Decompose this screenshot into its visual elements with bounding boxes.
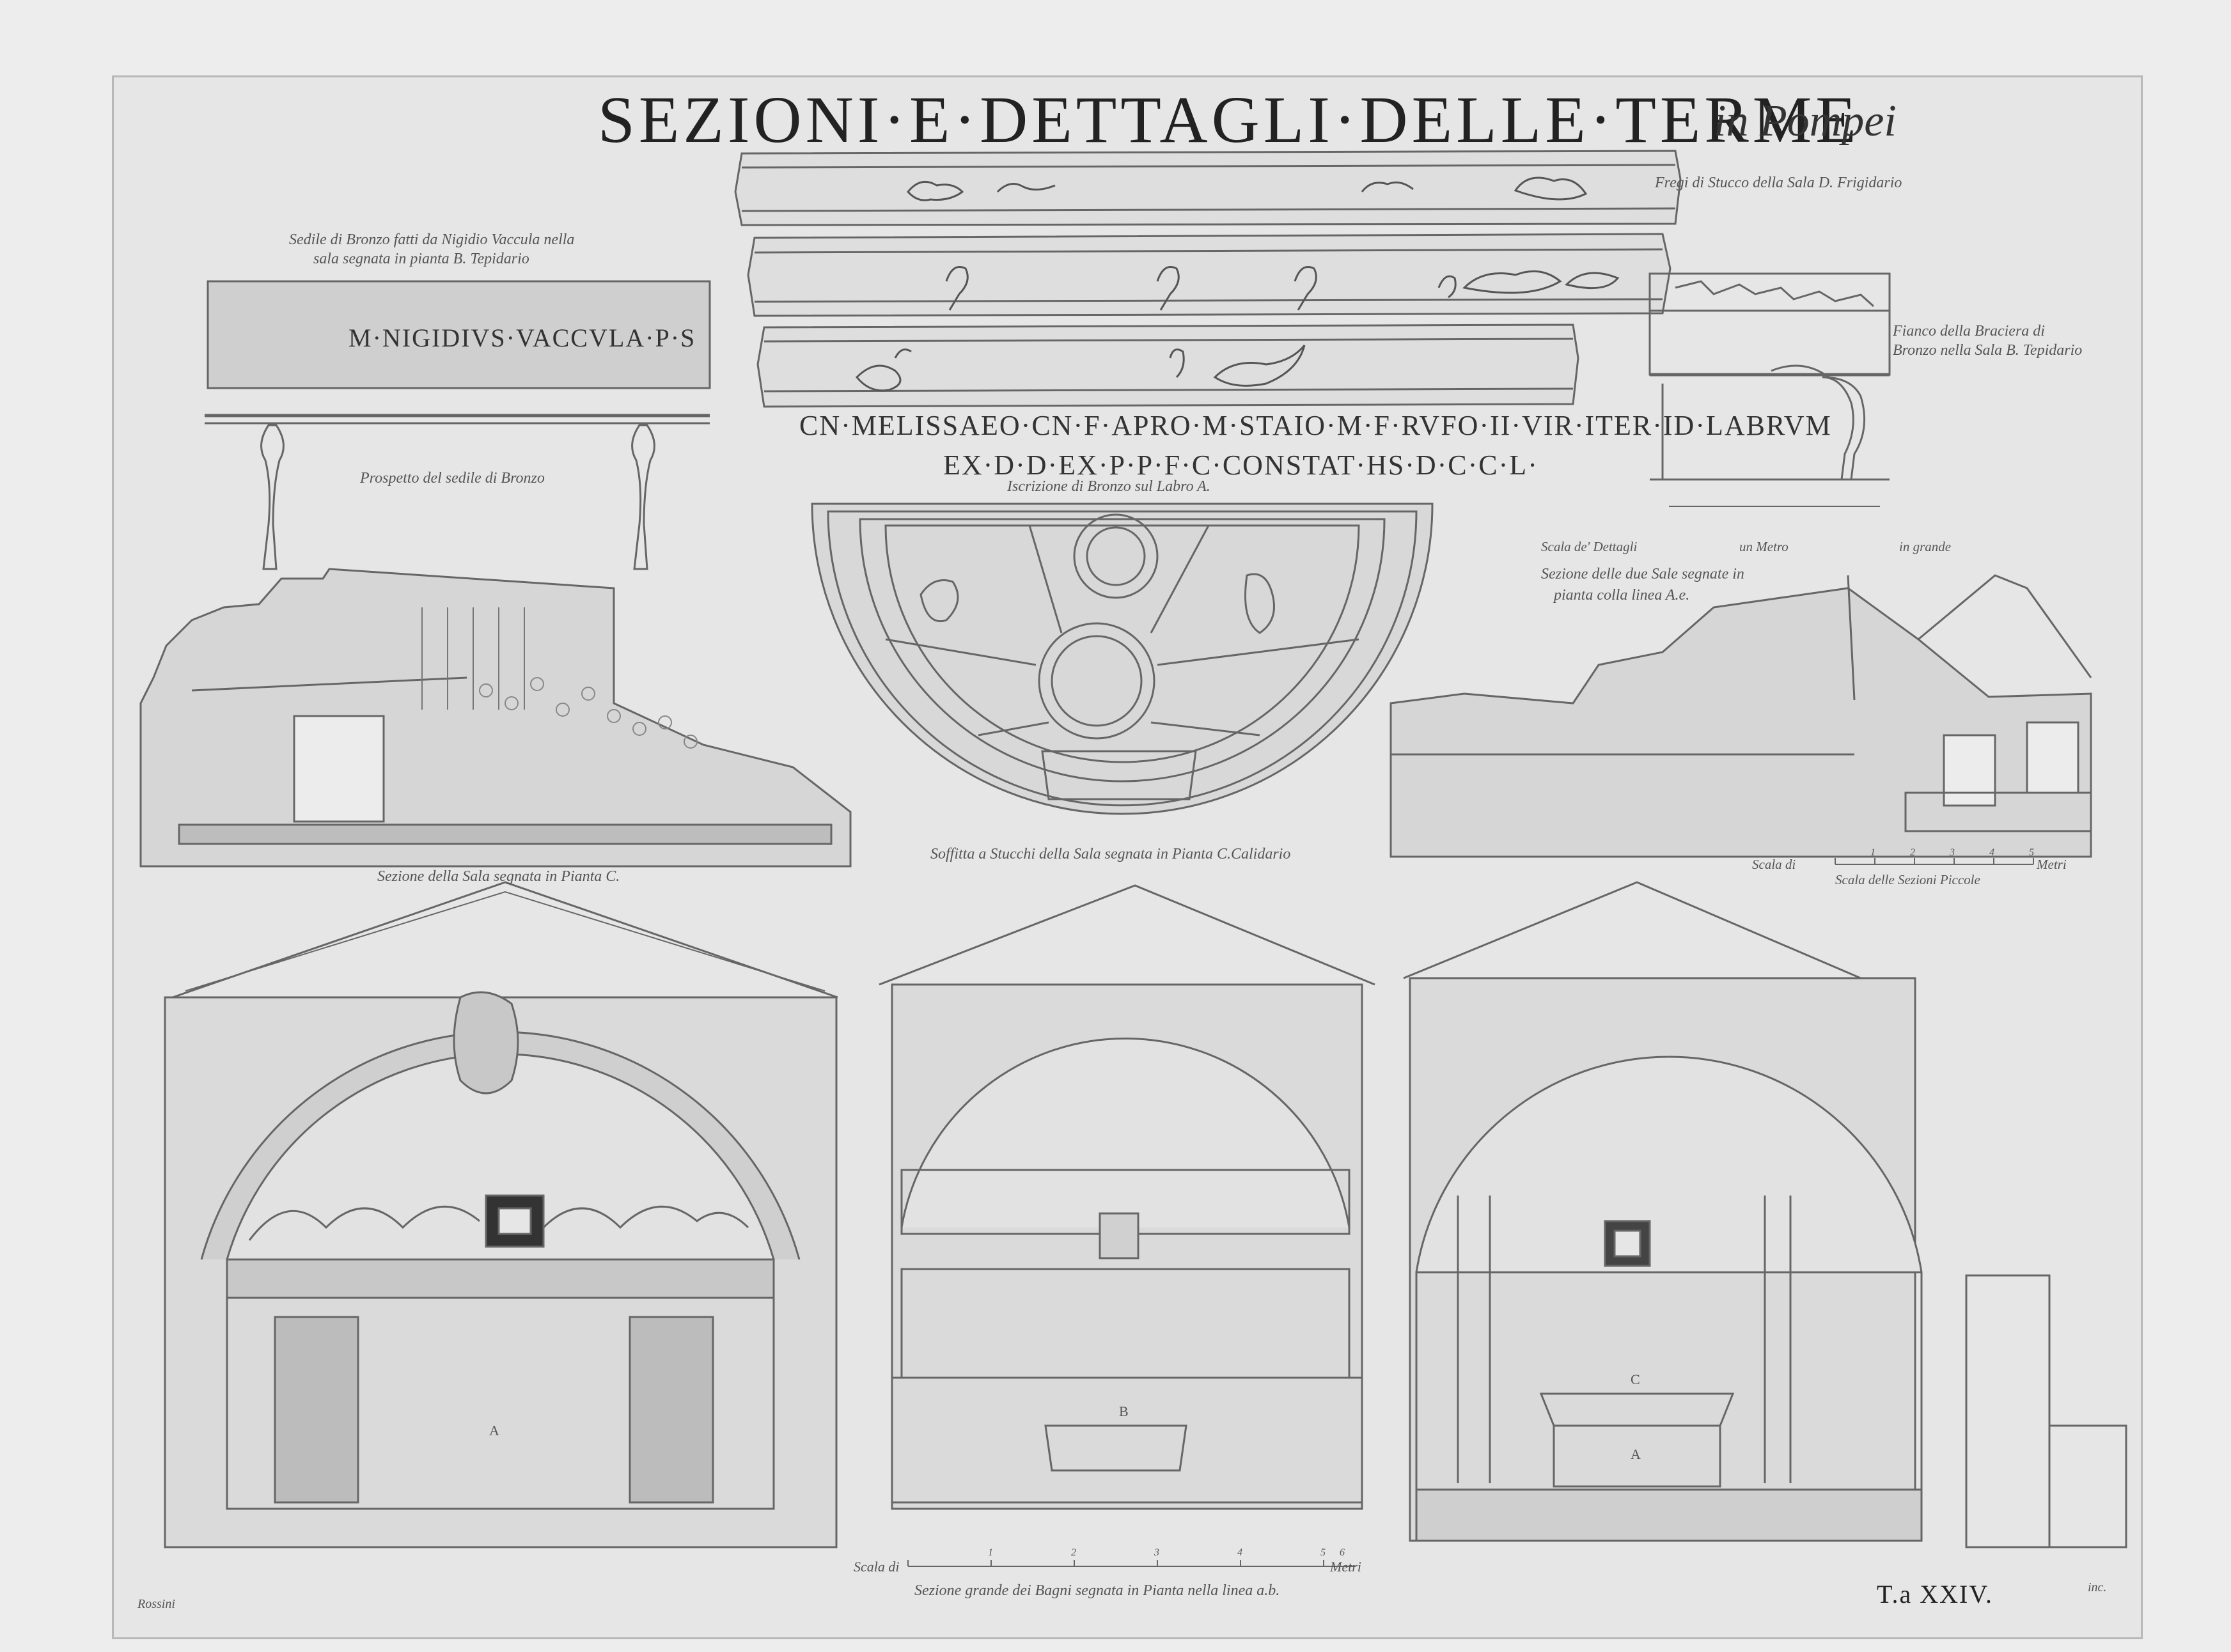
big-scale-tick-6: 6 [1340, 1547, 1345, 1558]
label-a-right: A [1631, 1446, 1641, 1462]
big-scale-unit: Metri [1330, 1559, 1361, 1575]
bench-note-line1: Sedile di Bronzo fatti da Nigidio Vaccul… [289, 231, 575, 248]
big-section-caption: Sezione grande dei Bagni segnata in Pian… [914, 1582, 1280, 1599]
two-rooms-caption-line2: pianta colla linea A.e. [1554, 587, 1690, 604]
signature-right: inc. [2088, 1580, 2107, 1594]
detail-scale-mid: un Metro [1739, 539, 1789, 554]
small-scale-unit: Metri [2037, 857, 2067, 872]
label-b: B [1119, 1403, 1129, 1419]
bronze-bench-drawing [205, 280, 711, 570]
bench-inscription: M·NIGIDIVS·VACCVLA·P·S [348, 323, 696, 352]
right-section-drawing [1389, 574, 2092, 858]
small-scale-label: Scala di [1752, 857, 1796, 872]
bench-front-caption: Prospetto del sedile di Bronzo [360, 470, 545, 487]
big-scale-tick-3: 3 [1154, 1547, 1159, 1558]
bath-section-a-drawing [164, 881, 838, 1548]
label-a-left: A [489, 1422, 499, 1438]
signature-left: Rossini [137, 1597, 175, 1611]
big-scale-tick-4: 4 [1237, 1547, 1242, 1558]
small-scale-tick-4: 4 [1989, 847, 1994, 858]
frieze-caption: Fregi di Stucco della Sala D. Frigidario [1655, 175, 1902, 191]
small-scale-caption: Scala delle Sezioni Piccole [1835, 872, 1980, 887]
bronze-inscription-line2: EX·D·D·EX·P·P·F·C·CONSTAT·HS·D·C·C·L· [943, 449, 1538, 481]
big-scale-label: Scala di [854, 1559, 900, 1575]
plate-number: T.a XXIV. [1877, 1580, 1994, 1609]
plate-title: SEZIONI·E·DETTAGLI·DELLE·TERME [598, 83, 1860, 157]
small-scale-tick-5: 5 [2029, 847, 2034, 858]
scale-bars [907, 506, 2034, 1567]
big-scale-tick-2: 2 [1071, 1547, 1076, 1558]
ceiling-caption: Soffitta a Stucchi della Sala segnata in… [930, 846, 1291, 862]
small-scale-tick-1: 1 [1870, 847, 1875, 858]
bath-section-b-drawing [879, 884, 1375, 1510]
frieze-panels [734, 150, 1682, 408]
brazier-side-drawing [1648, 272, 1891, 481]
inscription-caption: Iscrizione di Bronzo sul Labro A. [1007, 478, 1210, 495]
brazier-caption-line2: Bronzo nella Sala B. Tepidario [1893, 342, 2083, 359]
label-c: C [1631, 1371, 1640, 1387]
small-scale-tick-3: 3 [1950, 847, 1955, 858]
bronze-inscription-line1: CN·MELISSAEO·CN·F·APRO·M·STAIO·M·F·RVFO·… [799, 410, 1832, 441]
two-rooms-caption-line1: Sezione delle due Sale segnate in [1541, 566, 1744, 582]
brazier-caption-line1: Fianco della Braciera di [1893, 323, 2045, 339]
big-scale-tick-5: 5 [1320, 1547, 1326, 1558]
big-scale-tick-1: 1 [988, 1547, 993, 1558]
room-section-caption: Sezione della Sala segnata in Pianta C. [377, 868, 620, 885]
small-scale-tick-2: 2 [1910, 847, 1915, 858]
plate-subtitle: in Pompei [1714, 97, 1897, 146]
detail-scale-right: in grande [1899, 539, 1952, 554]
bench-note-line2: sala segnata in pianta B. Tepidario [313, 251, 529, 267]
bath-section-c-drawing [1403, 881, 2127, 1548]
detail-scale-label: Scala de' Dettagli [1541, 539, 1638, 554]
left-section-drawing [139, 568, 852, 868]
ceiling-plan-drawing [811, 503, 1434, 815]
